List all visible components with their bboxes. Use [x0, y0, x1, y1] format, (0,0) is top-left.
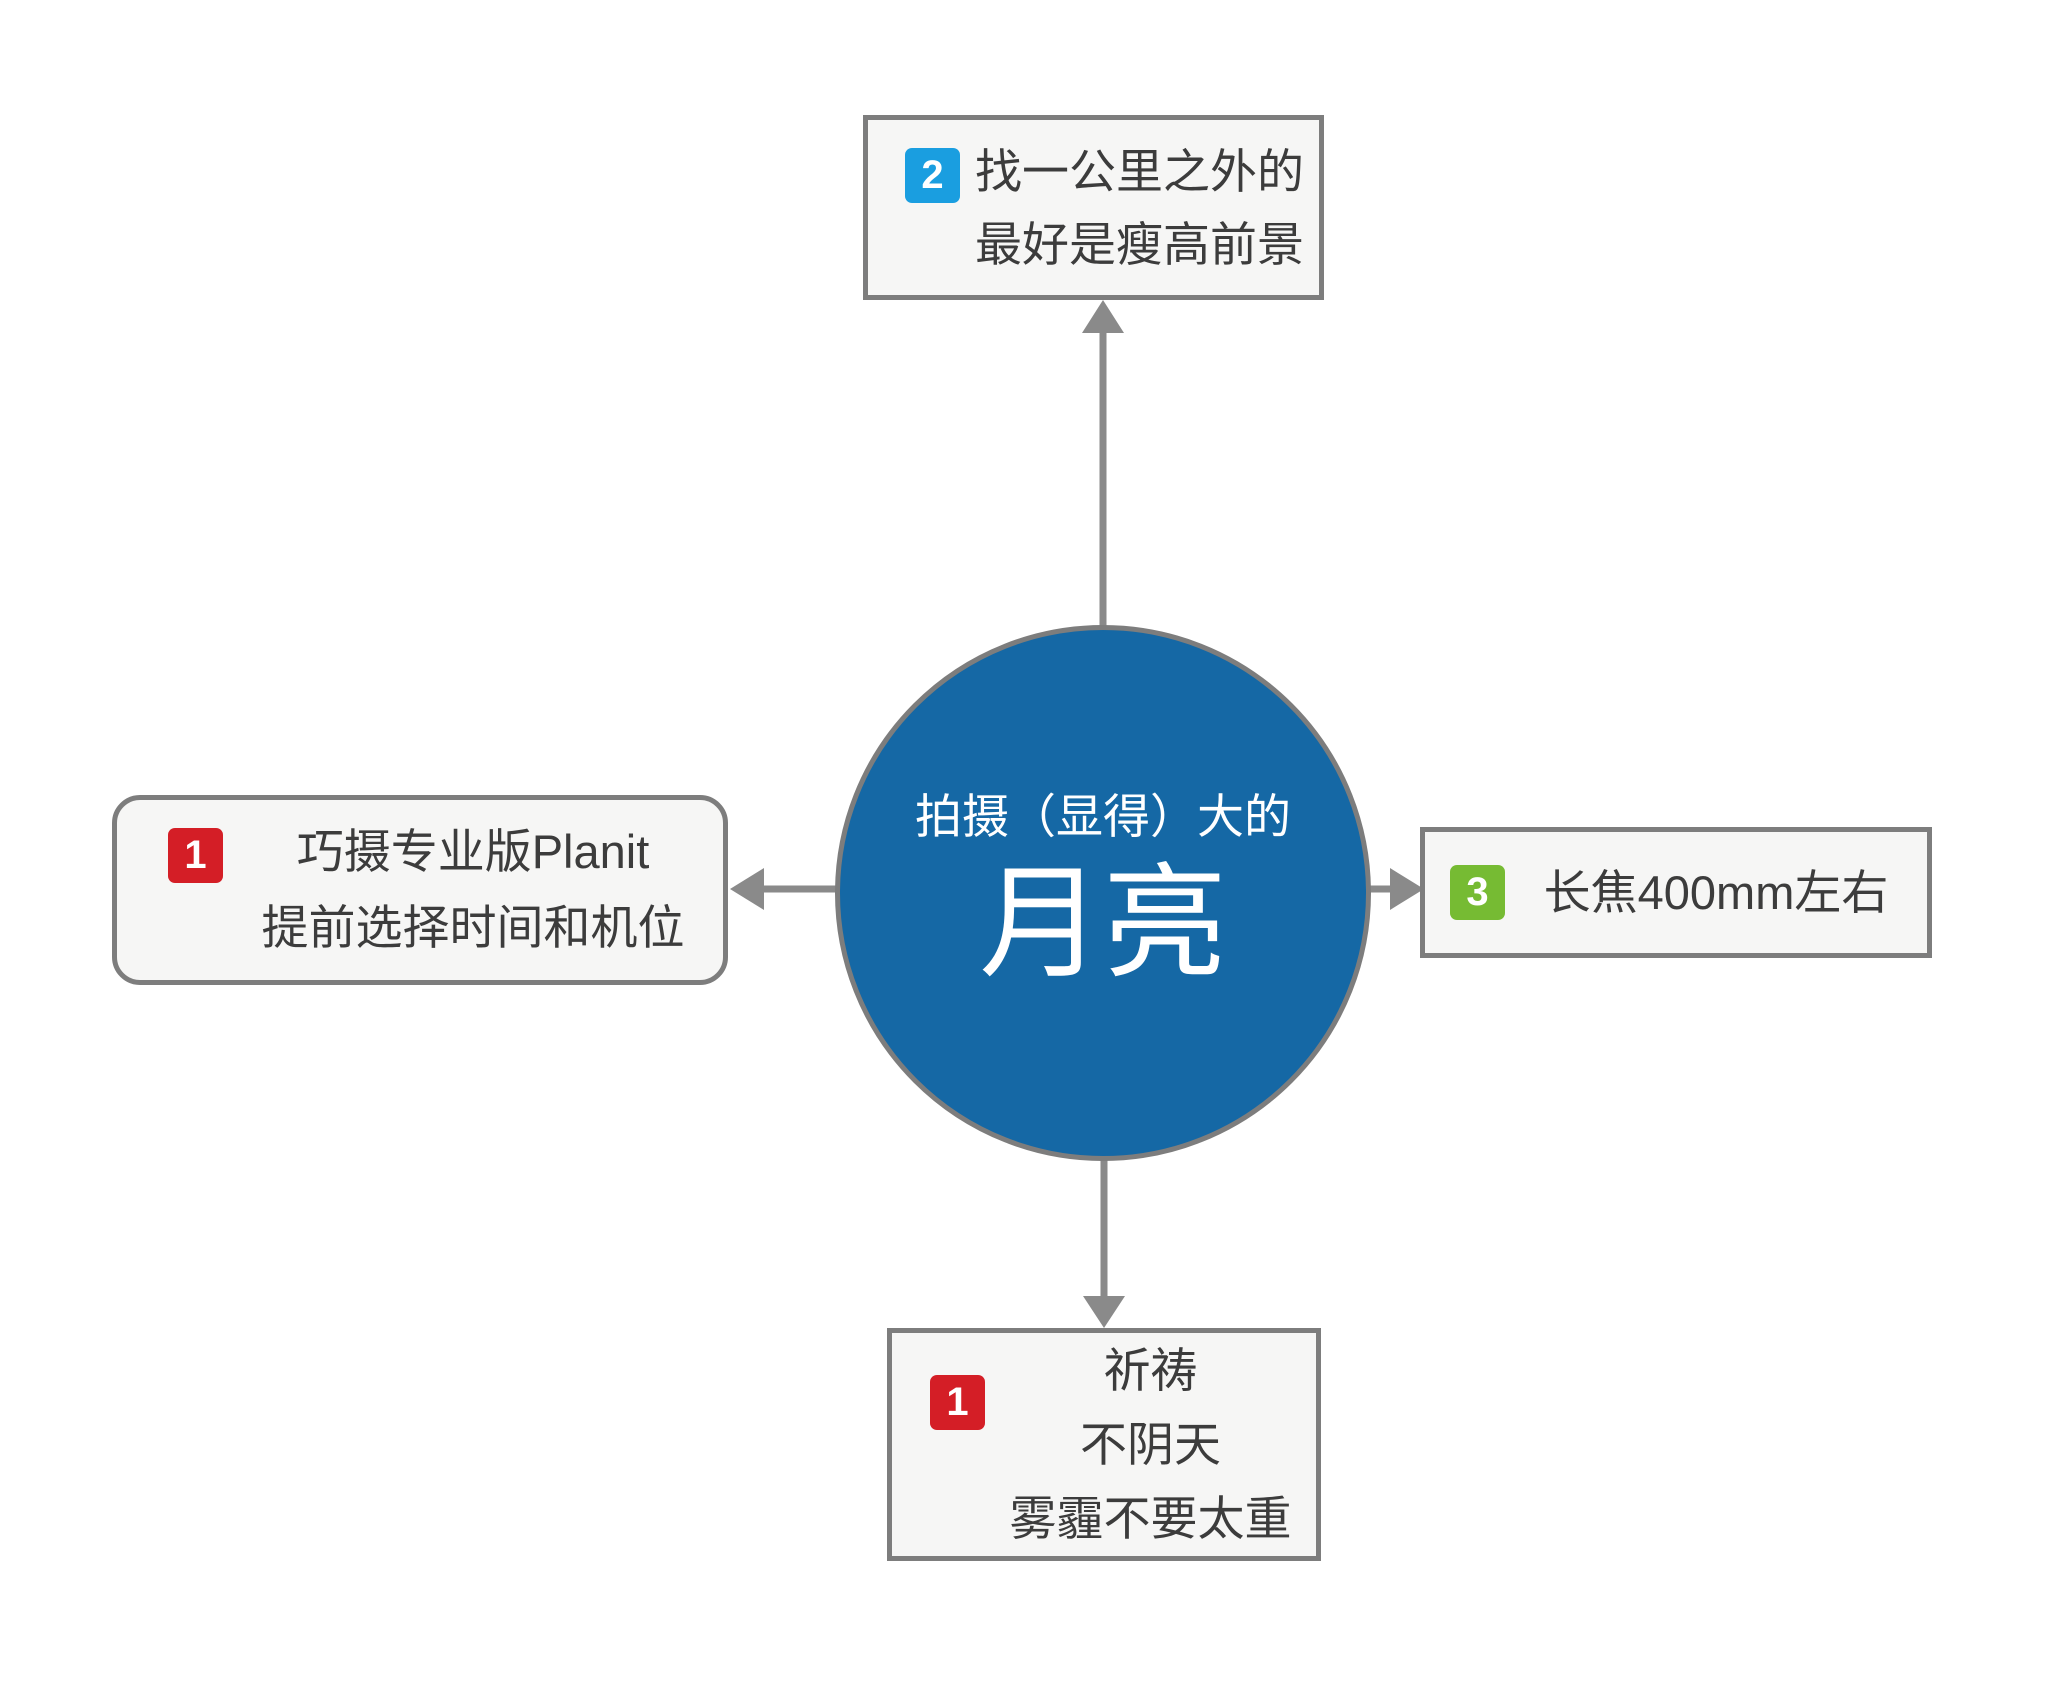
- node-right-box[interactable]: 3 长焦400mm左右: [1420, 827, 1932, 958]
- node-right-text: 长焦400mm左右: [1505, 832, 1927, 953]
- node-top-line-2: 最好是瘦高前景: [975, 217, 1304, 271]
- node-bottom-line-3: 雾霾不要太重: [1009, 1491, 1292, 1545]
- node-top-box[interactable]: 2 找一公里之外的 最好是瘦高前景: [863, 115, 1324, 300]
- node-right-line-1: 长焦400mm左右: [1543, 866, 1889, 919]
- connector-bottom-arrowhead-icon: [1083, 1296, 1125, 1328]
- center-node-title: 月亮: [978, 855, 1227, 993]
- node-left-line-1: 巧摄专业版Planit: [296, 825, 650, 878]
- center-node-circle[interactable]: 拍摄（显得）大的 月亮: [835, 625, 1371, 1161]
- connector-top-arrowhead-icon: [1082, 300, 1124, 333]
- node-left-line-2: 提前选择时间和机位: [261, 901, 685, 954]
- node-bottom-text: 祈祷 不阴天 雾霾不要太重: [985, 1333, 1316, 1556]
- node-top-text: 找一公里之外的 最好是瘦高前景: [960, 120, 1319, 295]
- node-top-badge: 2: [905, 148, 960, 203]
- connector-right-arrowhead-icon: [1390, 868, 1424, 910]
- node-right-badge: 3: [1450, 865, 1505, 920]
- connector-right: [1364, 868, 1424, 910]
- node-top-line-1: 找一公里之外的: [975, 144, 1304, 198]
- connector-bottom: [1083, 1156, 1125, 1328]
- connector-left-arrowhead-icon: [730, 868, 764, 910]
- connector-top: [1082, 300, 1124, 630]
- connector-left: [730, 868, 842, 910]
- node-bottom-box[interactable]: 1 祈祷 不阴天 雾霾不要太重: [887, 1328, 1321, 1561]
- center-node-subtitle: 拍摄（显得）大的: [915, 790, 1291, 843]
- node-left-box[interactable]: 1 巧摄专业版Planit 提前选择时间和机位: [112, 795, 728, 985]
- node-bottom-line-1: 祈祷: [1103, 1343, 1198, 1397]
- node-left-badge: 1: [168, 828, 223, 883]
- node-bottom-badge: 1: [930, 1375, 985, 1430]
- node-left-text: 巧摄专业版Planit 提前选择时间和机位: [223, 800, 723, 980]
- node-bottom-line-2: 不阴天: [1080, 1417, 1221, 1471]
